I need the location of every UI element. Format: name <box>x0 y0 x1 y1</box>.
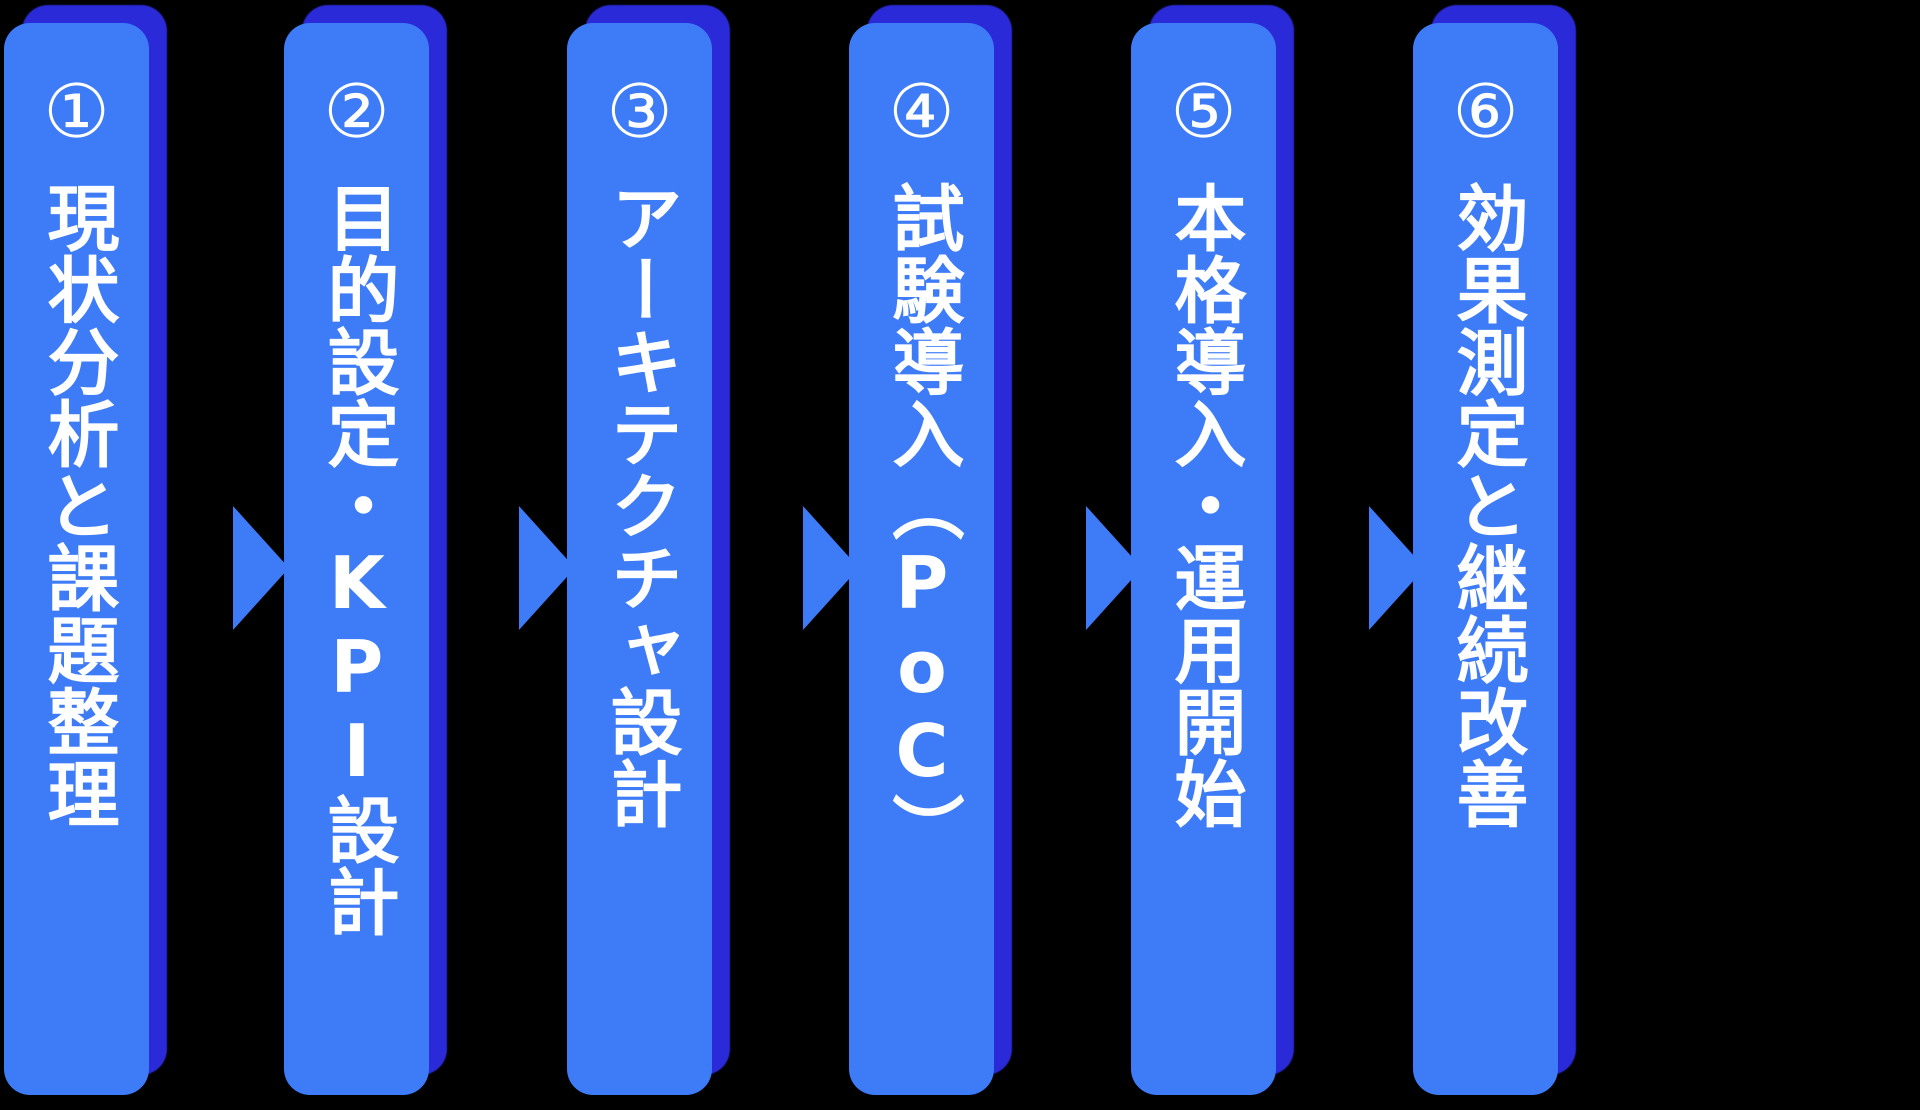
step-label-1: 現状分析と課題整理 <box>34 181 119 829</box>
process-step-4[interactable]: ④ 試験導入（PoC） <box>845 0 1030 1110</box>
step-label-6: 効果測定と継続改善 <box>1443 181 1528 829</box>
step-number-4: ④ <box>888 69 955 155</box>
step-label-4: 試験導入（PoC） <box>879 181 964 865</box>
step-card-content-6: ⑥ 効果測定と継続改善 <box>1413 75 1558 829</box>
process-step-5[interactable]: ⑤ 本格導入・運用開始 <box>1127 0 1312 1110</box>
step-number-2: ② <box>323 69 390 155</box>
step-card-1[interactable]: ① 現状分析と課題整理 <box>4 23 149 1095</box>
step-number-6: ⑥ <box>1452 69 1519 155</box>
step-card-6[interactable]: ⑥ 効果測定と継続改善 <box>1413 23 1558 1095</box>
step-label-2: 目的設定・KPI設計 <box>314 181 399 937</box>
arrow-1-to-2-icon <box>233 506 289 630</box>
step-card-2[interactable]: ② 目的設定・KPI設計 <box>284 23 429 1095</box>
step-label-3: アーキテクチャ設計 <box>597 181 682 829</box>
arrow-2-to-3-icon <box>519 506 575 630</box>
step-card-content-4: ④ 試験導入（PoC） <box>849 75 994 865</box>
step-label-5: 本格導入・運用開始 <box>1161 181 1246 829</box>
step-card-content-5: ⑤ 本格導入・運用開始 <box>1131 75 1276 829</box>
step-number-1: ① <box>43 69 110 155</box>
step-card-3[interactable]: ③ アーキテクチャ設計 <box>567 23 712 1095</box>
step-number-5: ⑤ <box>1170 69 1237 155</box>
step-card-content-2: ② 目的設定・KPI設計 <box>284 75 429 937</box>
process-step-1[interactable]: ① 現状分析と課題整理 <box>0 0 185 1110</box>
step-card-content-3: ③ アーキテクチャ設計 <box>567 75 712 829</box>
step-number-3: ③ <box>606 69 673 155</box>
step-card-5[interactable]: ⑤ 本格導入・運用開始 <box>1131 23 1276 1095</box>
step-card-4[interactable]: ④ 試験導入（PoC） <box>849 23 994 1095</box>
process-step-6[interactable]: ⑥ 効果測定と継続改善 <box>1409 0 1594 1110</box>
process-step-3[interactable]: ③ アーキテクチャ設計 <box>563 0 748 1110</box>
step-card-content-1: ① 現状分析と課題整理 <box>4 75 149 829</box>
process-step-2[interactable]: ② 目的設定・KPI設計 <box>280 0 465 1110</box>
